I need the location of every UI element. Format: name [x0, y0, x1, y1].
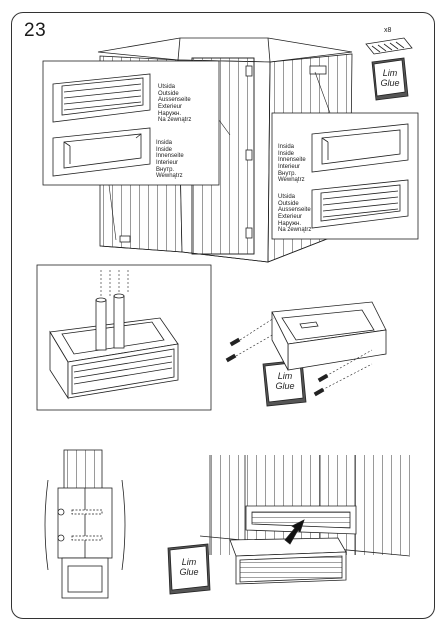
- glue-icon: [262, 359, 307, 407]
- step-number: 23: [24, 20, 47, 41]
- section-view: [44, 449, 126, 599]
- page-frame: [11, 12, 435, 619]
- glue-icon: [371, 57, 409, 101]
- panel-vent-dowels: [36, 264, 212, 411]
- callout-left: [42, 60, 231, 241]
- dowel-icon: [365, 37, 413, 55]
- glue-icon: [167, 543, 211, 595]
- hardware-quantity: x8: [384, 27, 392, 34]
- install-view: [199, 455, 411, 585]
- vent-frame-screws: [225, 301, 387, 397]
- callout-right: [271, 71, 419, 240]
